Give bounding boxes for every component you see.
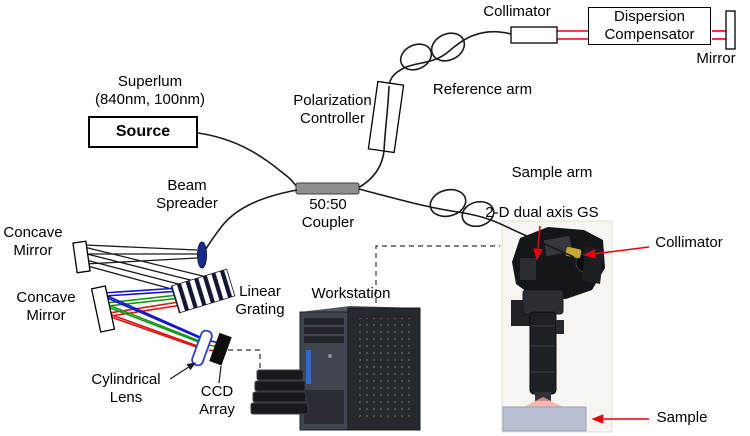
tower-vent-grid (354, 318, 414, 420)
coupler-bar (295, 182, 360, 195)
objective-lens-tube (529, 311, 557, 395)
gs-pointer-arrow (533, 225, 543, 261)
linear-grating-optic (170, 268, 236, 314)
fiber-through-pc (383, 85, 390, 152)
source-box: Source (88, 116, 198, 148)
reference-arm-fiber (388, 30, 512, 87)
fiber-pc-to-coupler (357, 150, 385, 189)
beam-spreader-lens (197, 241, 207, 269)
mirror-bar (725, 10, 736, 50)
galvo-scanner-photo (501, 220, 613, 433)
drive-stack (250, 369, 309, 415)
fiber-source-to-coupler (197, 132, 299, 189)
tower-led-strip (306, 350, 311, 384)
label-source: Source (115, 123, 171, 141)
ccd-array-chip (209, 332, 232, 366)
scan-beam-cone (520, 397, 567, 409)
label-dispersion-compensator: Dispersion Compensator (604, 8, 695, 43)
workstation-tower (299, 306, 421, 431)
concave-mirror-1-optic (72, 240, 91, 274)
dispersion-compensator-box: Dispersion Compensator (588, 7, 711, 45)
concave-mirror-2-optic (90, 285, 116, 333)
collimator-box (510, 26, 558, 44)
cylindrical-lens-pointer (169, 362, 197, 380)
workstation-to-scanner-cable (375, 245, 500, 303)
ccd-to-workstation-cable (228, 349, 261, 371)
collimator-pointer-line (583, 246, 650, 259)
ccd-array-pointer (218, 365, 222, 384)
sample-slab (502, 406, 587, 432)
reference-arm-optics (510, 10, 736, 50)
fiber-coupler-to-spectrometer (203, 189, 298, 253)
sample-arm-fiber (358, 188, 575, 258)
